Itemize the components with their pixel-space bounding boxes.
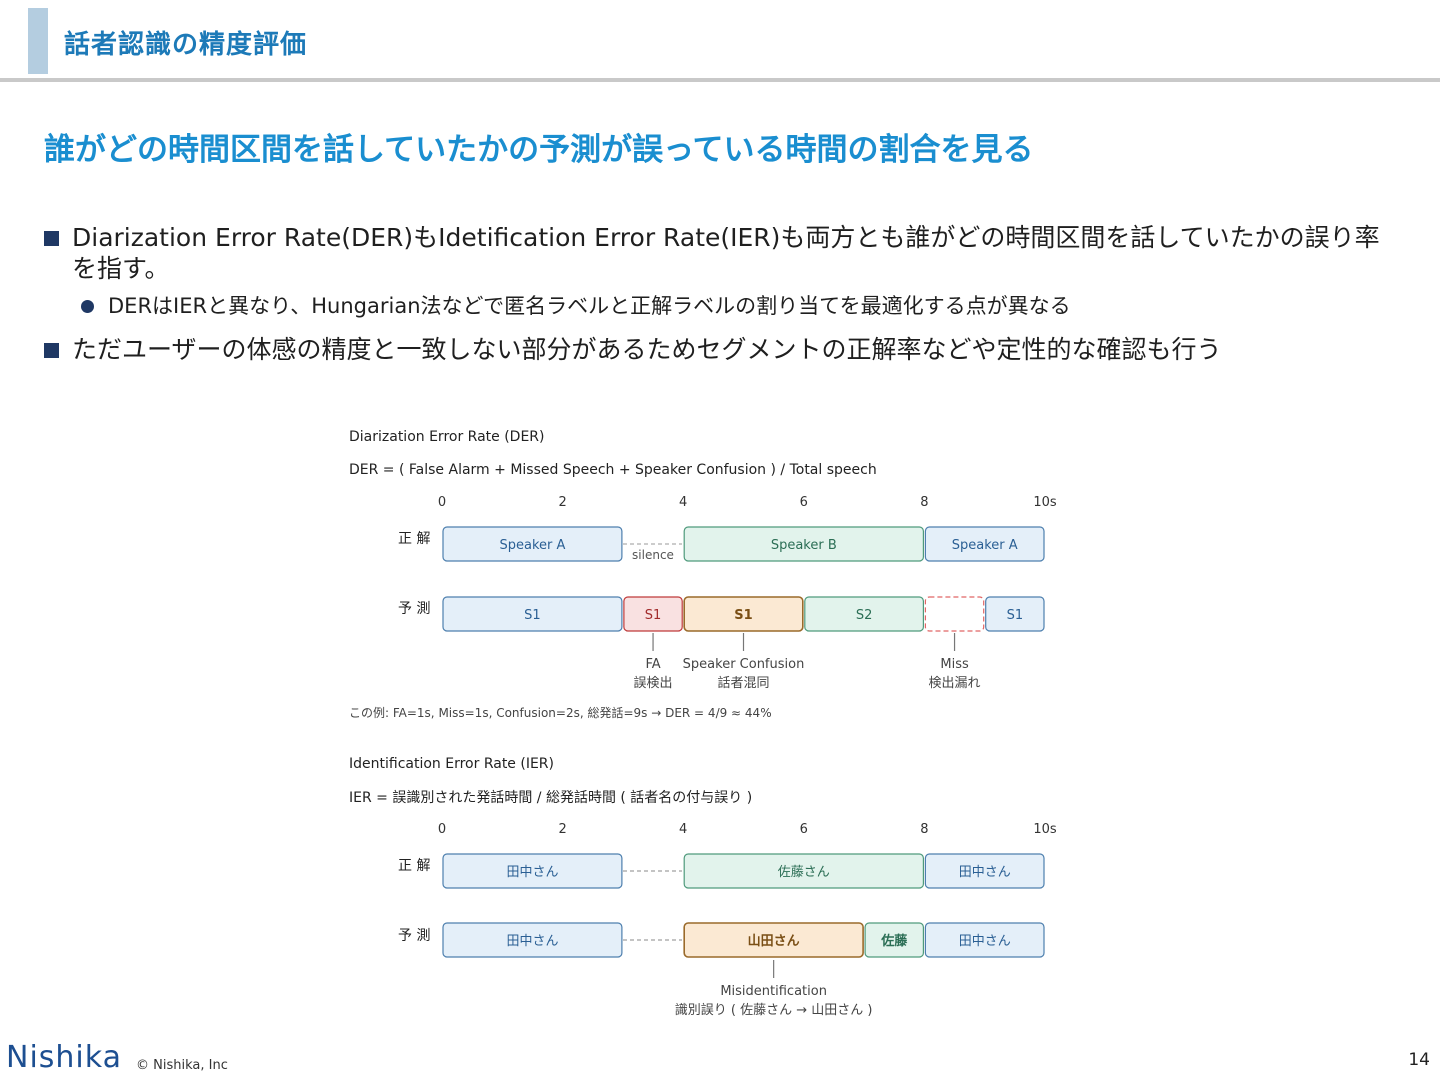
der-tick-label: 10s <box>1033 495 1057 510</box>
header-accent-bar <box>28 8 48 74</box>
square-bullet-icon <box>44 343 59 358</box>
header-divider <box>0 78 1440 82</box>
der-pred-segment-label: S1 <box>524 608 541 623</box>
page-number: 14 <box>1408 1050 1430 1070</box>
ier-pred-segment <box>924 922 1045 958</box>
ier-diagram: Identification Error Rate (IER) IER = 誤識… <box>349 756 1057 1018</box>
der-pred-segment <box>985 596 1045 632</box>
bullet-item: ただユーザーの体感の精度と一致しない部分があるためセグメントの正解率などや定性的… <box>44 334 1394 365</box>
slide-section-title: 話者認識の精度評価 <box>64 30 308 60</box>
slide-headline: 誰がどの時間区間を話していたかの予測が誤っている時間の割合を見る <box>44 132 1034 168</box>
der-tick-label: 2 <box>558 495 566 510</box>
ier-pred-segment <box>442 922 623 958</box>
ier-pred-row-label: 予 測 <box>398 928 430 944</box>
der-truth-segment <box>924 526 1045 562</box>
der-truth-row-label: 正 解 <box>398 531 430 547</box>
ier-tick-label: 4 <box>679 822 687 837</box>
der-example-note: この例: FA=1s, Miss=1s, Confusion=2s, 総発話=9… <box>349 705 772 720</box>
ier-truth-segment <box>924 853 1045 889</box>
copyright-text: © Nishika, Inc <box>136 1058 228 1073</box>
ier-truth-row-label: 正 解 <box>398 858 430 874</box>
der-tick-label: 4 <box>679 495 687 510</box>
ier-tick-label: 10s <box>1033 822 1057 837</box>
square-bullet-icon <box>44 231 59 246</box>
der-pred-segment <box>442 596 623 632</box>
ier-tick-label: 8 <box>920 822 928 837</box>
ier-tick-label: 0 <box>438 822 446 837</box>
ier-formula: IER = 誤識別された発話時間 / 総発話時間 ( 話者名の付与誤り ) <box>349 789 752 806</box>
der-formula: DER = ( False Alarm + Missed Speech + Sp… <box>349 462 877 478</box>
der-tick-label: 6 <box>800 495 808 510</box>
der-annotation-sublabel: 誤検出 <box>634 675 673 691</box>
bullet-text: Diarization Error Rate(DER)もIdetificatio… <box>72 223 1380 283</box>
der-tick-label: 8 <box>920 495 928 510</box>
ier-pred-segment-label: 田中さん <box>959 934 1011 949</box>
der-pred-segment <box>623 596 683 632</box>
der-truth-segment <box>683 526 925 562</box>
ier-truth-segment-label: 佐藤さん <box>778 865 830 880</box>
ier-truth-segment-label: 田中さん <box>506 865 558 880</box>
sub-bullet-text: DERはIERと異なり、Hungarian法などで匿名ラベルと正解ラベルの割り当… <box>108 294 1071 318</box>
der-annotation-sublabel: 検出漏れ <box>929 675 981 691</box>
bullet-text: ただユーザーの体感の精度と一致しない部分があるためセグメントの正解率などや定性的… <box>72 335 1222 364</box>
der-annotation-label: FA <box>645 657 660 672</box>
silence-label: silence <box>632 548 674 562</box>
ier-tick-label: 2 <box>558 822 566 837</box>
ier-tick-label: 6 <box>800 822 808 837</box>
der-pred-segment <box>924 596 985 632</box>
der-annotation-label: Speaker Confusion <box>683 657 805 672</box>
ier-truth-segment <box>442 853 623 889</box>
ier-annotation-sublabel: 識別誤り ( 佐藤さん → 山田さん ) <box>675 1002 873 1018</box>
ier-pred-segment <box>864 922 924 958</box>
der-diagram: Diarization Error Rate (DER) DER = ( Fal… <box>349 429 1057 720</box>
sub-bullet-item: DERはIERと異なり、Hungarian法などで匿名ラベルと正解ラベルの割り当… <box>44 292 1394 320</box>
der-truth-segment-label: Speaker A <box>499 538 565 553</box>
ier-annotation-label: Misidentification <box>720 984 827 999</box>
ier-title: Identification Error Rate (IER) <box>349 756 554 772</box>
der-pred-segment <box>683 596 804 632</box>
ier-pred-segment-label: 田中さん <box>506 934 558 949</box>
der-pred-segment-label: S1 <box>734 608 752 623</box>
der-truth-segment-label: Speaker A <box>952 538 1018 553</box>
der-pred-segment-label: S2 <box>856 608 873 623</box>
der-pred-row-label: 予 測 <box>398 601 430 617</box>
der-pred-segment <box>804 596 924 632</box>
nishika-logo: Nishika <box>6 1040 122 1075</box>
ier-truth-segment-label: 田中さん <box>959 865 1011 880</box>
circle-bullet-icon <box>81 300 94 313</box>
der-annotation-label: Miss <box>940 657 969 672</box>
der-truth-segment-label: Speaker B <box>771 538 837 553</box>
der-pred-segment-label: S1 <box>645 608 662 623</box>
der-tick-label: 0 <box>438 495 446 510</box>
ier-pred-segment-label: 佐藤 <box>880 933 908 949</box>
ier-pred-segment-label: 山田さん <box>748 933 800 949</box>
der-title: Diarization Error Rate (DER) <box>349 429 545 445</box>
der-pred-segment-label: S1 <box>1007 608 1024 623</box>
ier-pred-segment <box>683 922 864 958</box>
bullet-list: Diarization Error Rate(DER)もIdetificatio… <box>44 222 1394 373</box>
der-annotation-sublabel: 話者混同 <box>717 675 769 691</box>
der-truth-segment <box>442 526 623 562</box>
ier-truth-segment <box>683 853 925 889</box>
bullet-item: Diarization Error Rate(DER)もIdetificatio… <box>44 222 1394 284</box>
